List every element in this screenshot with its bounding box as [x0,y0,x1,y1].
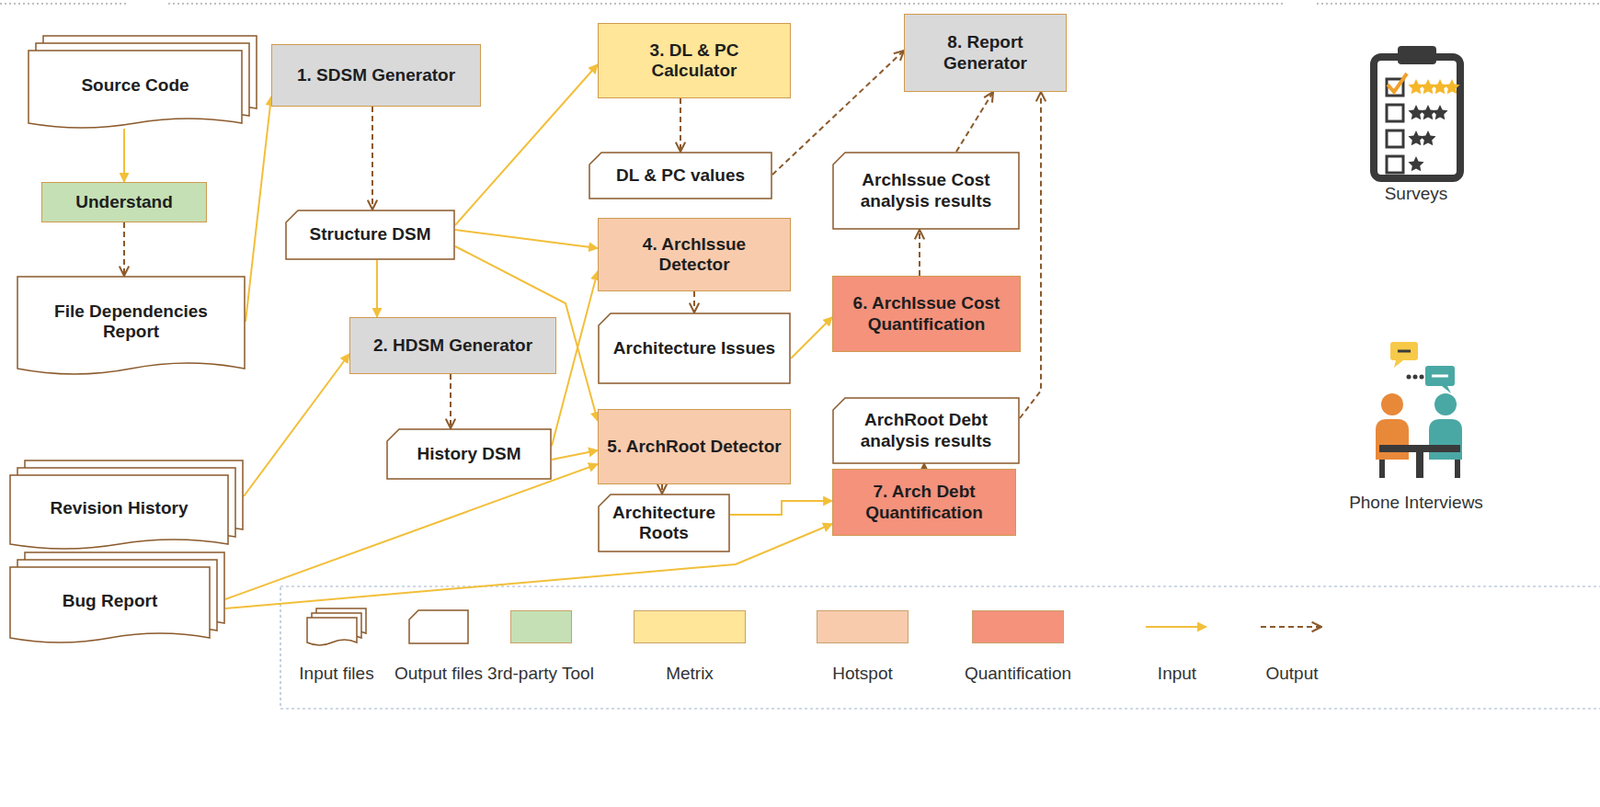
process-box: 2. HDSM Generator [349,317,557,375]
output-arrow [661,484,663,494]
node-label: 2. HDSM Generator [373,335,533,356]
input-arrow [123,128,126,183]
node-label: Bug Report [62,591,158,612]
output-arrow [449,374,452,429]
legend-sample [1140,606,1214,648]
icon-caption: Phone Interviews [1348,492,1484,514]
output-arrow [679,98,682,152]
node-label: 3. DL & PC Calculator [605,40,783,81]
legend-swatch [510,610,572,644]
output-arrow [956,91,994,152]
input-arrow [455,229,598,249]
node-label: 7. Arch Debt Quantification [840,481,1008,523]
process-box: 5. ArchRoot Detector [597,409,791,485]
legend-swatch [971,610,1064,644]
output-file: Structure DSM [285,209,456,261]
input-arrow [243,354,350,497]
output-arrow [1019,91,1041,419]
output-arrow [918,229,921,276]
output-document: File Dependencies Report [16,275,246,376]
process-box: 1. SDSM Generator [271,44,481,107]
legend-sample [299,606,374,648]
input-arrow [551,450,598,460]
output-file: History DSM [386,428,552,480]
output-arrow [693,291,696,313]
node-label: ArchIssue Cost analysis results [841,170,1011,211]
legend-sample [1255,606,1329,648]
node-label: History DSM [417,444,522,465]
legend-swatch [633,610,746,644]
node-label: 6. ArchIssue Cost Quantification [840,293,1013,334]
output-arrow [123,222,126,276]
node-label: Architecture Roots [606,502,721,544]
output-arrow [371,106,374,210]
interview-icon [1375,342,1463,479]
input-file: Bug Report [9,551,226,644]
node-label: 5. ArchRoot Detector [606,436,781,458]
process-box: 3. DL & PC Calculator [597,22,791,99]
separator-lines [0,2,1600,5]
input-arrow [551,271,598,446]
node-label: DL & PC values [616,165,745,186]
legend-label: 3rd-party Tool [487,663,595,685]
process-box: 4. ArchIssue Detector [597,217,791,292]
output-file: ArchRoot Debt analysis results [832,397,1020,465]
process-box: 7. Arch Debt Quantification [832,468,1017,537]
process-box: 8. Report Generator [903,13,1067,92]
input-file: Revision History [9,459,244,550]
input-arrow [225,524,833,609]
output-file: DL & PC values [588,151,773,200]
input-arrow [376,260,378,318]
icon-caption: Surveys [1384,183,1449,205]
node-label: Revision History [50,498,189,519]
input-arrow [225,464,598,600]
legend-label: Output files [394,663,483,685]
legend-label: Input [1157,663,1197,685]
legend-label: Output [1265,663,1318,685]
input-arrow [245,96,272,322]
process-box: Understand [41,182,207,223]
node-label: 1. SDSM Generator [297,65,456,86]
output-file: Architecture Roots [597,493,731,553]
legend-label: Input files [298,663,374,685]
input-arrow [790,317,833,359]
node-label: Structure DSM [309,224,432,245]
node-label: ArchRoot Debt analysis results [841,410,1011,451]
node-label: 4. ArchIssue Detector [605,234,783,275]
legend-swatch [816,610,909,644]
node-label: File Dependencies Report [25,301,237,343]
node-label: Source Code [80,75,189,96]
input-file: Source Code [27,34,258,129]
legend-label: Hotspot [832,663,892,685]
legend-sample [401,606,476,648]
survey-icon [1373,45,1461,179]
node-label: Understand [75,192,173,213]
output-file: Architecture Issues [597,312,791,385]
node-label: Architecture Issues [613,338,776,359]
input-arrow [730,501,833,515]
legend-frame [280,586,1600,709]
output-file: ArchIssue Cost analysis results [832,151,1020,230]
node-label: 8. Report Generator [912,32,1059,73]
legend-label: Quantification [964,663,1072,685]
legend-label: Metrix [665,663,714,685]
process-box: 6. ArchIssue Cost Quantification [832,275,1021,353]
